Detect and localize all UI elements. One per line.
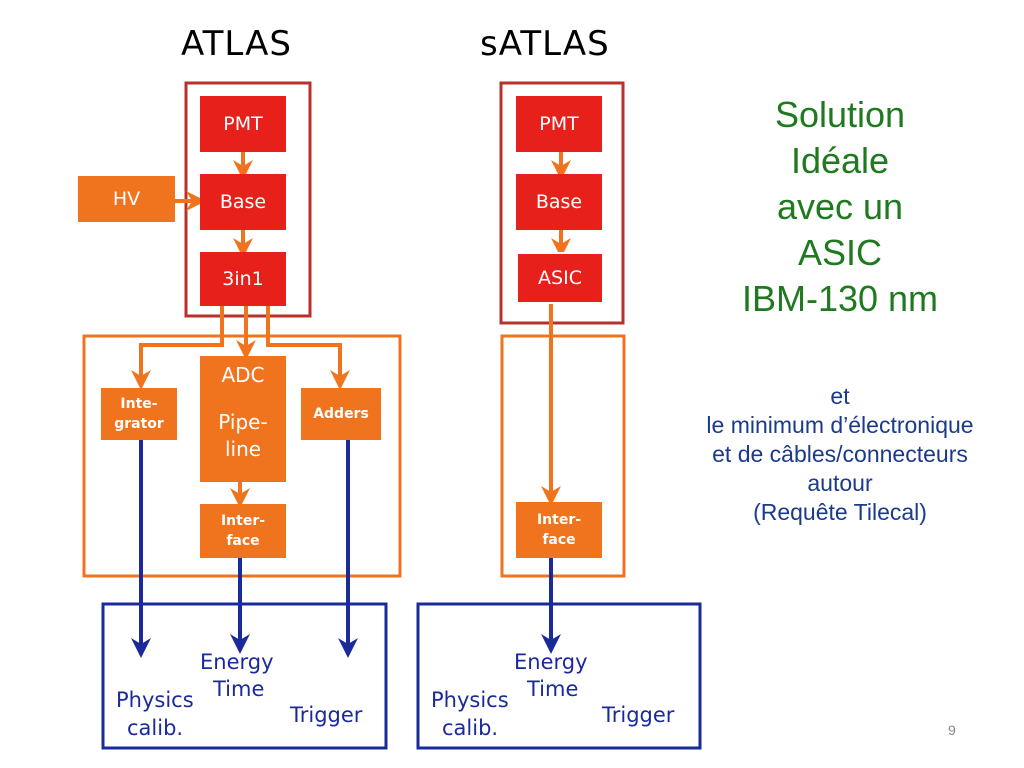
atlas-base-label: Base — [219, 191, 267, 213]
satlas-pmt-box: PMT — [516, 96, 602, 152]
atlas-3in1-label: 3in1 — [222, 268, 264, 290]
atlas-physics-label: Physics — [116, 688, 194, 712]
satlas-interface-box: Inter- face — [516, 502, 602, 558]
hv-box: HV — [78, 176, 175, 222]
solution-text: Solution Idéale avec un ASIC IBM-130 nm — [660, 92, 1020, 322]
satlas-title: sATLAS — [480, 24, 610, 64]
satlas-trigger-label: Trigger — [602, 703, 675, 727]
satlas-energy-label: Energy — [514, 650, 588, 674]
remark-line: et — [830, 383, 850, 409]
pipeline-label-1: Pipe- — [218, 410, 268, 434]
atlas-3in1-box: 3in1 — [200, 252, 286, 306]
solution-line: Solution — [774, 94, 906, 135]
asic-box: ASIC — [516, 252, 604, 304]
satlas-physics-label: Physics — [431, 688, 509, 712]
solution-line: IBM-130 nm — [741, 278, 939, 319]
atlas-trigger-label: Trigger — [290, 703, 363, 727]
integrator-label-2: grator — [114, 416, 164, 432]
adc-pipeline-box: ADC Pipe- line — [200, 356, 286, 482]
atlas-time-label: Time — [213, 677, 265, 701]
integrator-label-1: Inte- — [120, 396, 158, 412]
satlas-outputs-frame — [416, 602, 702, 750]
satlas-pmt-label: PMT — [539, 113, 579, 135]
page-number: 9 — [948, 722, 956, 738]
remark-line: autour — [807, 470, 873, 496]
solution-line: avec un — [776, 186, 904, 227]
atlas-interface-label-2: face — [226, 533, 260, 549]
pipeline-label-2: line — [224, 437, 262, 461]
atlas-energy-label: Energy — [200, 650, 274, 674]
satlas-base-box: Base — [516, 174, 602, 230]
satlas-calib-label: calib. — [442, 716, 499, 740]
atlas-pmt-label: PMT — [223, 113, 263, 135]
atlas-base-box: Base — [200, 174, 286, 230]
solution-line: Idéale — [790, 140, 890, 181]
satlas-interface-label-2: face — [542, 532, 576, 548]
adders-label: Adders — [313, 406, 369, 422]
adc-label: ADC — [221, 363, 265, 387]
atlas-interface-label-1: Inter- — [220, 513, 266, 529]
hv-label: HV — [112, 188, 141, 210]
atlas-calib-label: calib. — [127, 716, 184, 740]
remark-line: et de câbles/connecteurs — [712, 441, 968, 467]
arrow-3in1-to-adders — [266, 306, 350, 390]
remark-line: le minimum d’électronique — [706, 412, 974, 438]
asic-label: ASIC — [538, 267, 582, 289]
solution-line: ASIC — [797, 232, 883, 273]
adders-box: Adders — [301, 388, 381, 440]
atlas-outputs-frame — [101, 602, 388, 750]
integrator-box: Inte- grator — [101, 388, 177, 440]
atlas-pmt-box: PMT — [200, 96, 286, 152]
satlas-electronics-frame — [500, 334, 626, 578]
satlas-base-label: Base — [535, 191, 583, 213]
arrow-3in1-to-integrator — [131, 306, 224, 390]
atlas-interface-box: Inter- face — [200, 504, 286, 558]
satlas-interface-label-1: Inter- — [536, 512, 582, 528]
satlas-time-label: Time — [527, 677, 579, 701]
remark-line: (Requête Tilecal) — [753, 499, 927, 525]
remark-text: et le minimum d’électronique et de câble… — [660, 382, 1020, 527]
satlas-frontend-frame — [499, 81, 625, 325]
atlas-title: ATLAS — [181, 24, 292, 64]
